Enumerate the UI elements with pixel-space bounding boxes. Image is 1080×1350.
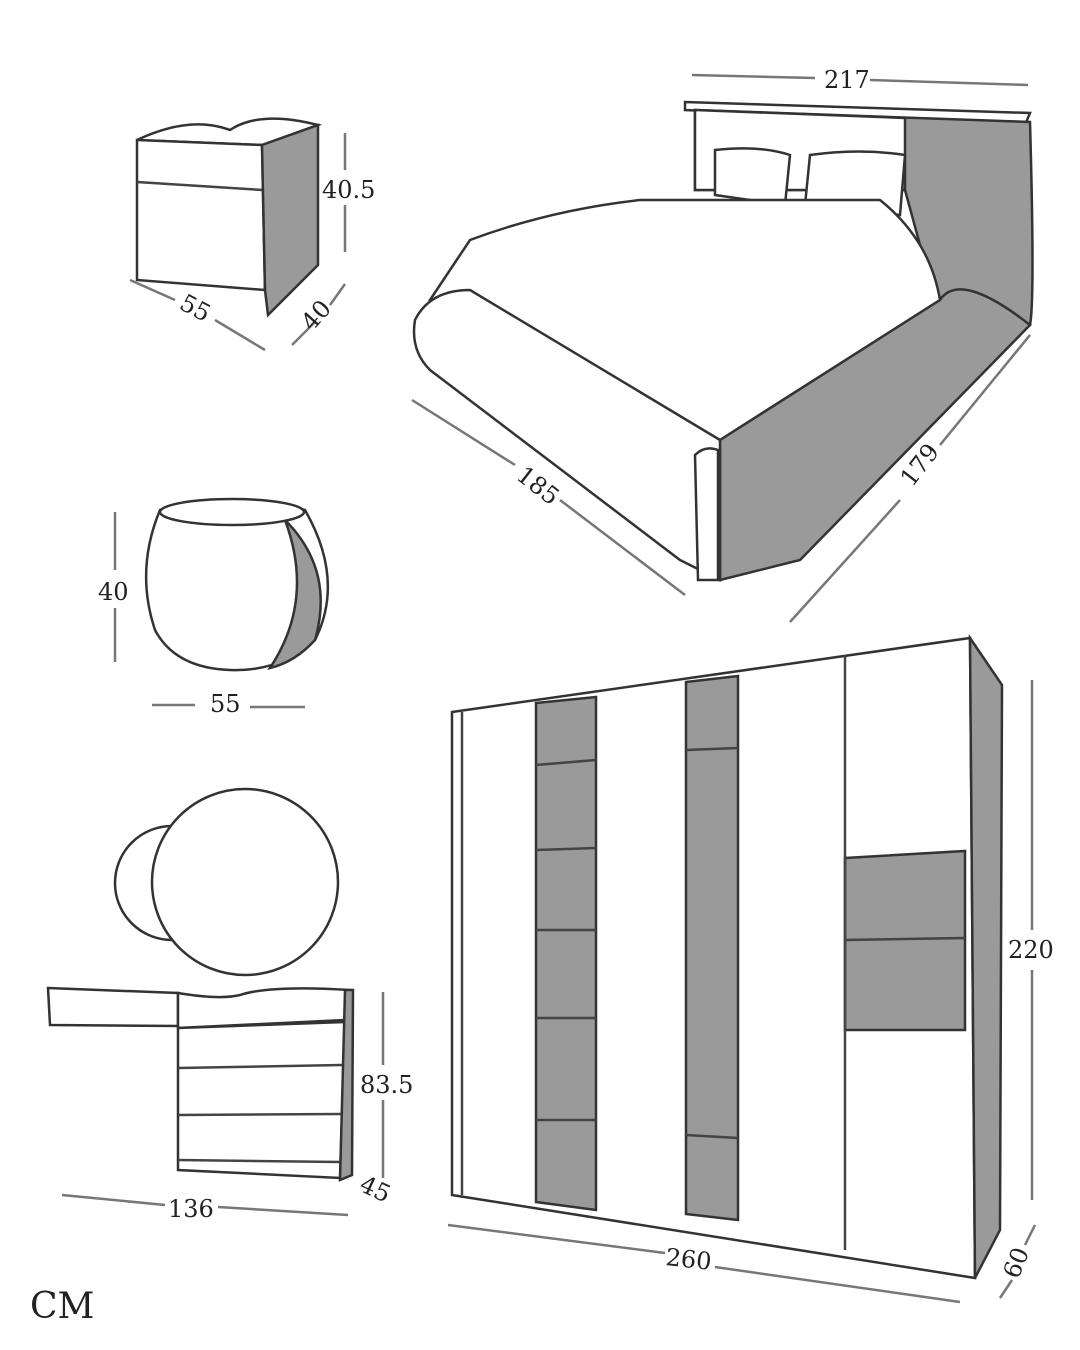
dresser-with-mirror	[46, 787, 385, 1217]
bed	[411, 73, 1034, 623]
wardrobe	[447, 633, 1037, 1304]
pouf-width-label: 55	[210, 690, 241, 718]
dresser-width-label: 136	[168, 1195, 214, 1223]
dresser-depth-label: 45	[355, 1170, 395, 1208]
pouf-height-label: 40	[98, 578, 129, 606]
bed-width-label: 217	[824, 66, 870, 94]
nightstand-width-label: 55	[175, 289, 215, 328]
nightstand	[129, 117, 347, 352]
nightstand-height-label: 40.5	[322, 176, 375, 204]
wardrobe-width-label: 260	[664, 1243, 712, 1276]
nightstand-depth-label: 40	[296, 295, 337, 336]
wardrobe-depth-label: 60	[998, 1243, 1035, 1282]
pouf	[113, 497, 330, 709]
dresser-height-label: 83.5	[360, 1071, 413, 1099]
bed-length-label: 185	[511, 461, 564, 511]
unit-label: CM	[30, 1286, 94, 1327]
wardrobe-height-label: 220	[1008, 936, 1054, 964]
